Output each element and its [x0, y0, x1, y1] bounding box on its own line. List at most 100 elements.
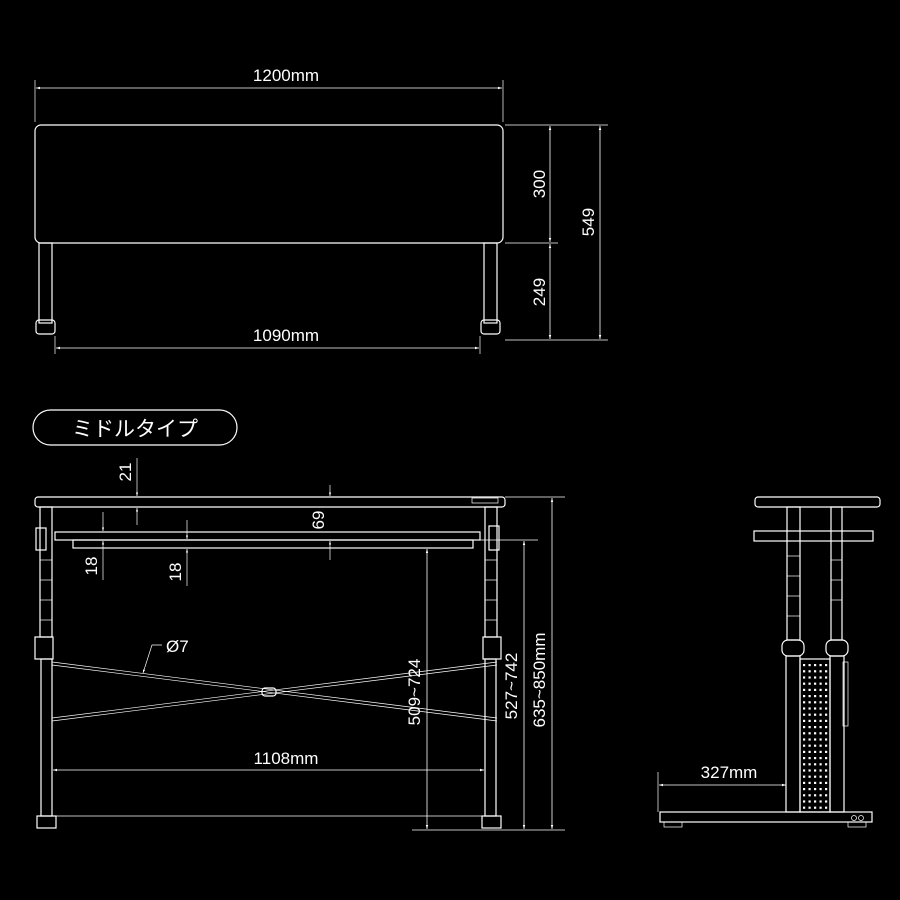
perforation-hole: [808, 744, 811, 747]
perforation-hole: [803, 788, 806, 791]
perforation-hole: [814, 664, 817, 667]
hanging-panel: [72, 539, 474, 549]
perforation-hole: [808, 781, 811, 784]
perforation-hole: [814, 788, 817, 791]
perforation-hole: [814, 688, 817, 691]
perforation-hole: [803, 744, 806, 747]
perforation-hole: [803, 688, 806, 691]
perforation-hole: [814, 781, 817, 784]
perforation-hole: [808, 806, 811, 809]
perforation-hole: [825, 726, 828, 729]
perforation-hole: [819, 695, 822, 698]
perforation-hole: [819, 701, 822, 704]
perforation-hole: [825, 806, 828, 809]
perforation-hole: [819, 738, 822, 741]
perforation-hole: [803, 750, 806, 753]
perforation-hole: [819, 719, 822, 722]
type-badge: ミドルタイプ: [32, 409, 238, 446]
perforation-hole: [803, 757, 806, 760]
perforation-hole: [825, 757, 828, 760]
total-depth-label: 549: [579, 208, 598, 236]
perforation-hole: [814, 713, 817, 716]
perforation-hole: [814, 738, 817, 741]
front-leg-left: [34, 506, 57, 829]
perforation-hole: [825, 781, 828, 784]
bracket-bar: [54, 531, 481, 541]
perforation-hole: [825, 732, 828, 735]
perforation-hole: [814, 726, 817, 729]
perforation-hole: [814, 719, 817, 722]
perforation-hole: [803, 682, 806, 685]
perforation-hole: [803, 806, 806, 809]
bar-height-label-1: 18: [82, 557, 101, 576]
perforation-hole: [825, 713, 828, 716]
perforation-hole: [819, 664, 822, 667]
perforation-hole: [808, 788, 811, 791]
perforation-hole: [814, 806, 817, 809]
perforation-hole: [819, 781, 822, 784]
perforation-hole: [819, 800, 822, 803]
depth-top-label: 300: [530, 170, 549, 198]
perforation-hole: [808, 738, 811, 741]
total-height-label: 635~850mm: [530, 633, 549, 728]
perforation-hole: [825, 775, 828, 778]
perforation-hole: [808, 701, 811, 704]
perforation-hole: [803, 719, 806, 722]
perforation-hole: [803, 670, 806, 673]
perforation-hole: [814, 800, 817, 803]
perforation-hole: [808, 664, 811, 667]
perforation-hole: [825, 763, 828, 766]
perforation-hole: [825, 719, 828, 722]
perforation-hole: [803, 769, 806, 772]
desk-top-front: [34, 496, 506, 508]
perforation-hole: [819, 688, 822, 691]
panel-height-label: 509~724: [405, 659, 424, 726]
perforation-hole: [819, 763, 822, 766]
perforation-hole: [808, 732, 811, 735]
perforation-hole: [819, 670, 822, 673]
perforation-hole: [825, 664, 828, 667]
perforation-hole: [803, 664, 806, 667]
perforation-hole: [803, 713, 806, 716]
perforation-hole: [803, 726, 806, 729]
perforation-hole: [814, 744, 817, 747]
perforation-hole: [819, 788, 822, 791]
bracket-height-label: 527~742: [502, 653, 521, 720]
top-view: 1200mm 1090mm 300 249 549: [34, 66, 608, 354]
perforation-pattern: [803, 664, 828, 809]
perforation-hole: [803, 794, 806, 797]
perforation-hole: [808, 670, 811, 673]
perforation-hole: [803, 763, 806, 766]
perforation-hole: [814, 701, 817, 704]
perforation-hole: [808, 750, 811, 753]
width-label: 1200mm: [253, 66, 319, 85]
perforation-hole: [819, 676, 822, 679]
perforation-hole: [808, 676, 811, 679]
perforation-hole: [808, 682, 811, 685]
perforation-hole: [819, 682, 822, 685]
perforation-hole: [814, 670, 817, 673]
perforation-hole: [825, 707, 828, 710]
perforation-hole: [803, 695, 806, 698]
desk-top-outline: [34, 124, 504, 244]
perforation-hole: [825, 676, 828, 679]
perforation-hole: [808, 726, 811, 729]
perforation-hole: [814, 757, 817, 760]
perforation-hole: [814, 732, 817, 735]
perforation-hole: [808, 695, 811, 698]
perforation-hole: [803, 775, 806, 778]
perforation-hole: [819, 769, 822, 772]
desk-top-side: [754, 496, 881, 508]
perforation-hole: [819, 794, 822, 797]
perforation-hole: [808, 688, 811, 691]
brace-joint: [261, 687, 277, 697]
leg-right: [480, 242, 501, 335]
perforation-hole: [825, 738, 828, 741]
front-leg-right: [481, 506, 502, 829]
perforation-hole: [825, 688, 828, 691]
perforation-hole: [819, 775, 822, 778]
perforation-hole: [808, 757, 811, 760]
perforation-hole: [803, 781, 806, 784]
perforation-hole: [814, 763, 817, 766]
